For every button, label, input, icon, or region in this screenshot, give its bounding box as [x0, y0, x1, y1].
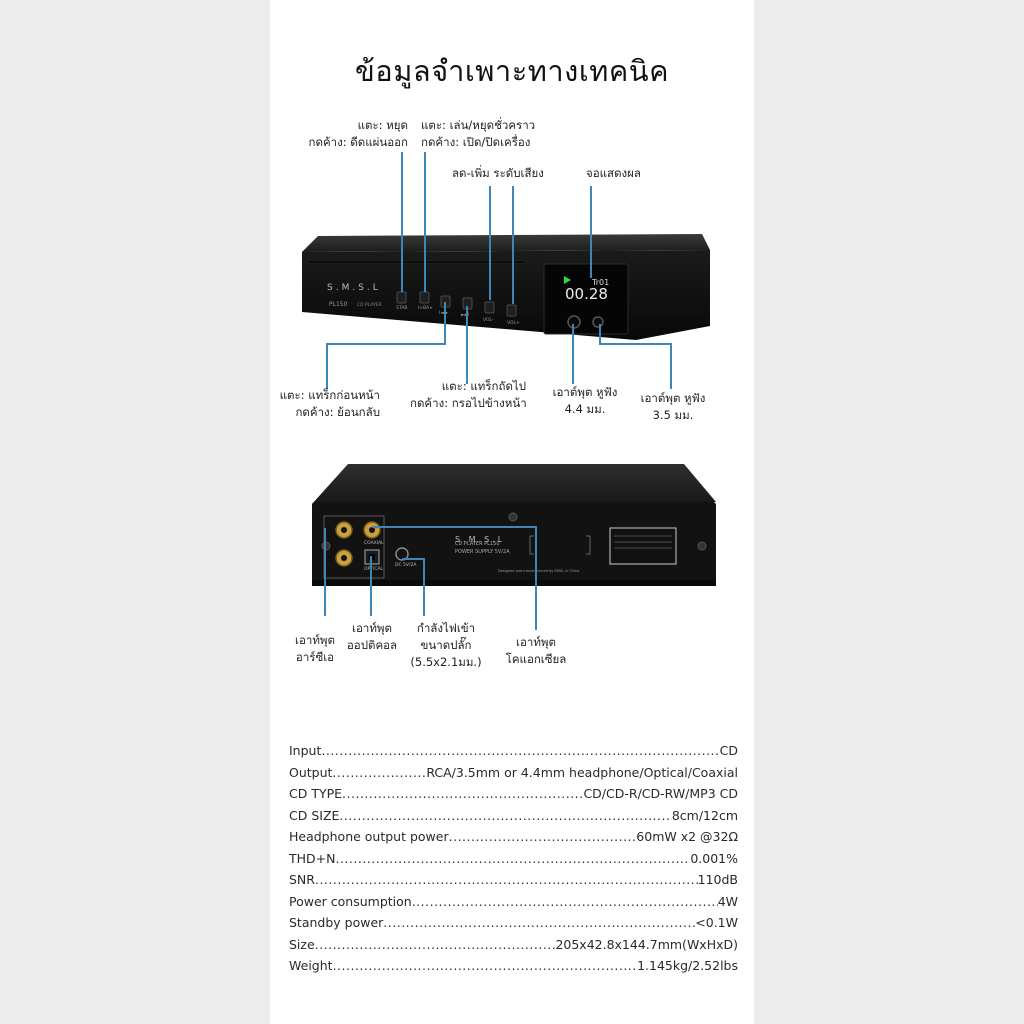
spec-list: InputCD OutputRCA/3.5mm or 4.4mm headpho… — [289, 743, 738, 980]
display-time: 00.28 — [565, 285, 608, 303]
callout-line-vol-up — [512, 186, 514, 304]
page-title: ข้อมูลจำเพาะทางเทคนิค — [354, 54, 669, 88]
callout-line-next — [466, 306, 468, 384]
button-label-vol-down: VOL- — [483, 318, 494, 323]
callout-line-play — [424, 152, 426, 292]
callout-hp44: เอาต์พุต หูฟัง 4.4 มม. — [552, 385, 618, 416]
callout-line-hp35-h — [599, 343, 671, 345]
callout-prev: แตะ: แทร็กก่อนหน้า กดค้าง: ย้อนกลับ — [279, 388, 380, 419]
callout-power: กำลังไฟเข้า ขนาดปลั๊ก (5.5x2.1มม.) — [410, 621, 482, 669]
rear-dc-label: DC 5V/2A — [395, 563, 417, 568]
rear-coaxial-label: COAXIAL — [364, 541, 384, 546]
rear-brand: S.M.S.L — [455, 535, 506, 544]
spec-row-size: Size205x42.8x144.7mm(WxHxD) — [289, 937, 738, 959]
callout-line-hp35-down — [670, 343, 672, 389]
button-label-next: ►►I — [461, 313, 469, 319]
display-track: Tr01 — [592, 278, 610, 287]
front-panel-image — [302, 234, 710, 340]
callout-line-power-h — [402, 558, 424, 560]
rear-panel-image — [312, 464, 716, 586]
callout-optical: เอาท์พุต ออปติคอล — [346, 621, 398, 652]
spec-row-snr: SNR110dB — [289, 872, 738, 894]
callout-line-hp44 — [572, 324, 574, 384]
button-label-play: I>BA× — [418, 306, 434, 311]
front-brand: S.M.S.L — [327, 283, 381, 293]
callout-line-power-v — [423, 558, 425, 616]
callout-line-vol-down — [489, 186, 491, 300]
callout-display: จอแสดงผล — [586, 166, 641, 180]
front-model-sub: CD PLAYER — [357, 303, 382, 308]
callout-line-display — [590, 186, 592, 278]
callout-line-optical — [370, 556, 372, 616]
callout-line-coaxial-h — [372, 526, 536, 528]
callout-line-coaxial-v — [535, 526, 537, 630]
rear-optical-label: OPTICAL — [364, 567, 384, 572]
rear-made-in: Designed and manufactured by SMSL in Chi… — [498, 569, 580, 573]
callout-coaxial: เอาท์พุต โคแอกเซียล — [505, 635, 567, 666]
callout-line-hp35-v — [599, 324, 601, 344]
spec-row-headphone-power: Headphone output power60mW x2 @32Ω — [289, 829, 738, 851]
front-model: PL150 — [329, 301, 348, 308]
rear-power-line: POWER SUPPLY 5V/2A — [455, 549, 510, 555]
callout-play: แตะ: เล่น/หยุดชั่วคราว กดค้าง: เปิด/ปิดเ… — [421, 118, 536, 149]
spec-row-thdn: THD+N0.001% — [289, 851, 738, 873]
spec-row-standby-power: Standby power<0.1W — [289, 915, 738, 937]
rear-model-line: CD PLAYER PL150 — [455, 541, 500, 547]
spec-row-cd-size: CD SIZE8cm/12cm — [289, 808, 738, 830]
spec-row-output: OutputRCA/3.5mm or 4.4mm headphone/Optic… — [289, 765, 738, 787]
spec-row-power-consumption: Power consumption4W — [289, 894, 738, 916]
spec-row-cd-type: CD TYPECD/CD-R/CD-RW/MP3 CD — [289, 786, 738, 808]
spec-row-weight: Weight1.145kg/2.52lbs — [289, 958, 738, 980]
spec-row-input: InputCD — [289, 743, 738, 765]
callout-line-rca — [324, 528, 326, 616]
button-label-prev: I◄◄ — [439, 311, 447, 317]
callout-line-prev-down — [326, 343, 328, 389]
callout-hp35: เอาต์พุต หูฟัง 3.5 มม. — [640, 391, 706, 422]
callout-volume: ลด-เพิ่ม ระดับเสียง — [452, 166, 544, 180]
callout-line-stop — [401, 152, 403, 292]
button-label-vol-up: VOL+ — [507, 321, 520, 326]
callout-line-prev-h — [326, 343, 446, 345]
callout-rca: เอาท์พุต อาร์ซีเอ — [295, 633, 335, 664]
callout-line-prev-v — [444, 302, 446, 344]
button-label-stop: STAB — [396, 306, 408, 311]
callout-next: แตะ: แทร็กถัดไป กดค้าง: กรอไปข้างหน้า — [410, 379, 527, 410]
callout-stop: แตะ: หยุด กดค้าง: ดีดแผ่นออก — [308, 118, 408, 149]
